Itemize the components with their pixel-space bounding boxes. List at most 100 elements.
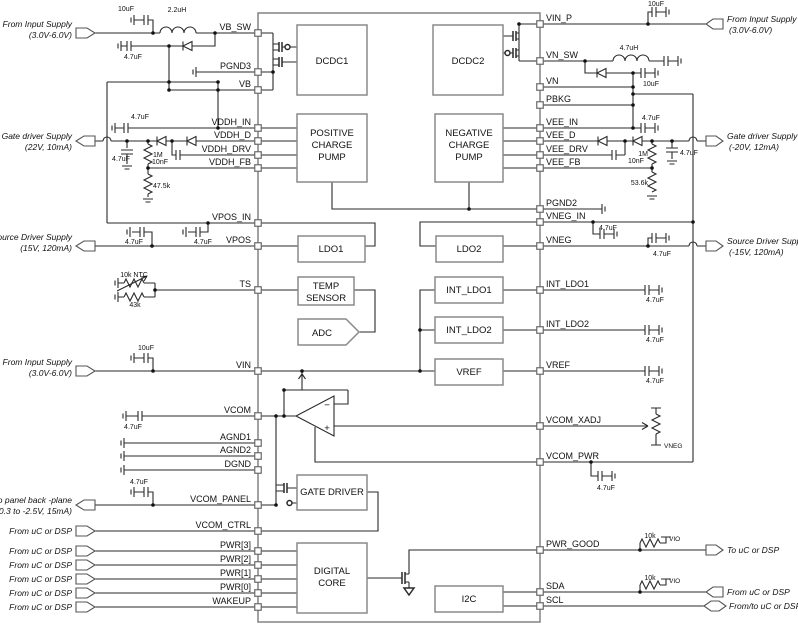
- annotation-from-uc: From uC or DSP: [9, 602, 72, 612]
- pin-label-vee-drv: VEE_DRV: [546, 144, 588, 154]
- capacitor-icon: [651, 6, 657, 18]
- annotation-input-supply: (3.0V-6.0V): [29, 368, 72, 378]
- connector-arrows: [74, 18, 727, 613]
- value-cap: 4.7uF: [130, 479, 148, 486]
- block-int-ldo2: [434, 316, 504, 344]
- wiper-arrow-icon: [641, 422, 649, 430]
- pin-label-vpos-in: VPOS_IN: [212, 212, 251, 222]
- annotation-to-uc: To uC or DSP: [727, 545, 779, 555]
- input-arrow-icon: [75, 573, 97, 585]
- resistor-icon: [646, 171, 658, 193]
- block-int-ldo1: [434, 276, 504, 304]
- input-arrow-icon: [75, 27, 97, 39]
- block-label-int-ldo1: INT_LDO1: [446, 285, 491, 296]
- pin-label-int-ldo1: INT_LDO1: [546, 279, 589, 289]
- value-cap: 4.7uF: [599, 225, 617, 232]
- value-cap: 4.7uF: [194, 239, 212, 246]
- value-cap: 10uF: [138, 345, 154, 352]
- block-label-dcdc2: DCDC2: [452, 56, 485, 67]
- pin-label-vb-sw: VB_SW: [219, 22, 251, 32]
- value-vio: VIO: [669, 536, 680, 543]
- value-cap: 4.7uF: [646, 337, 664, 344]
- ground-tick-icon: [114, 291, 119, 303]
- pin-label-vneg-in: VNEG_IN: [546, 211, 586, 221]
- block-dcdc2: [432, 24, 504, 96]
- capacitor-icon: [640, 122, 646, 134]
- pin-label-vn-sw: VN_SW: [546, 50, 579, 60]
- capacitor-icon: [120, 149, 134, 155]
- annotation-gate-supply-neg: Gate driver Supply: [727, 131, 798, 141]
- block-label-pos-cp: CHARGE: [312, 140, 353, 151]
- ic-outline: [257, 12, 541, 623]
- block-gate-driver: [296, 474, 368, 511]
- block-label-ldo1: LDO1: [319, 244, 344, 255]
- capacitor-icon: [611, 149, 617, 161]
- capacitor-icon: [644, 284, 650, 296]
- value-vio: VIO: [669, 578, 680, 585]
- pin-label-vcom-pwr: VCOM_PWR: [546, 451, 600, 461]
- ground-tick-icon: [654, 67, 659, 79]
- value-cap: 4.7uF: [125, 239, 143, 246]
- value-cap: 4.7uF: [646, 378, 664, 385]
- pin-label-vn: VN: [546, 76, 559, 86]
- ground-tick-icon: [130, 352, 135, 364]
- input-arrow-icon: [75, 365, 97, 377]
- ground-tick-icon: [658, 324, 663, 336]
- annotation-gate-supply-pos: (22V, 10mA): [25, 142, 72, 152]
- pin-label-vddh-fb: VDDH_FB: [209, 157, 251, 167]
- value-ind: 2.2uH: [168, 7, 187, 14]
- value-ntc: 10k NTC: [120, 272, 148, 279]
- ground-tick-icon: [111, 122, 116, 134]
- external-wiring-right: [543, 11, 706, 607]
- inductor-icon: [159, 26, 197, 34]
- opamp-minus-label: −: [324, 400, 330, 411]
- capacitor-icon: [143, 14, 149, 26]
- resistor-icon: [123, 291, 145, 303]
- value-cap: 4.7uF: [653, 251, 671, 258]
- output-arrow-icon: [705, 240, 724, 252]
- pin-label-vee-d: VEE_D: [546, 130, 576, 140]
- input-arrow-icon: [705, 586, 724, 598]
- pin-label-int-ldo2: INT_LDO2: [546, 319, 589, 329]
- annotation-panel: (-0.3 to -2.5V, 15mA): [0, 506, 72, 516]
- ground-icon: [666, 160, 678, 165]
- block-label-vref: VREF: [456, 367, 482, 378]
- ground-tick-icon: [120, 437, 125, 449]
- ground-tick-icon: [120, 450, 125, 462]
- block-positive-charge-pump: [296, 113, 368, 183]
- pin-squares: [254, 20, 544, 611]
- block-label-adc: ADC: [312, 328, 332, 339]
- value-res: 1M: [153, 152, 163, 159]
- diode-icon: [186, 135, 197, 147]
- block-label-temp-sensor: TEMP: [313, 281, 339, 292]
- wire-hops: [102, 136, 698, 247]
- pin-label-pgnd3: PGND3: [220, 61, 251, 71]
- pin-label-ts: TS: [239, 279, 251, 289]
- block-vref: [434, 358, 504, 386]
- ground-tick-icon: [677, 55, 682, 67]
- capacitor-icon: [651, 232, 657, 244]
- capacitor-icon: [644, 324, 650, 336]
- pfet-bubble-icon: [284, 43, 291, 51]
- value-ind: 4.7uH: [620, 45, 639, 52]
- capacitor-icon: [137, 410, 143, 422]
- value-cap: 4.7uF: [112, 156, 130, 163]
- mosfet-icon: [278, 31, 517, 584]
- resistor-icon: [142, 143, 154, 165]
- capacitor-icon: [139, 226, 145, 238]
- pin-label-vneg: VNEG: [546, 235, 572, 245]
- capacitor-icon: [175, 149, 181, 161]
- ground-tick-icon: [665, 6, 670, 18]
- ground-icon: [646, 195, 658, 200]
- capacitor-icon: [597, 470, 603, 482]
- ground-tick-icon: [122, 410, 127, 422]
- pin-label-scl: SCL: [546, 595, 564, 605]
- vcom-opamp-icon: [294, 395, 335, 437]
- pin-label-vddh-drv: VDDH_DRV: [202, 144, 251, 154]
- output-arrow-icon: [705, 544, 724, 556]
- annotation-from-uc: From uC or DSP: [9, 574, 72, 584]
- ground-tick-icon: [130, 486, 135, 498]
- annotation-from-uc: From uC or DSP: [9, 546, 72, 556]
